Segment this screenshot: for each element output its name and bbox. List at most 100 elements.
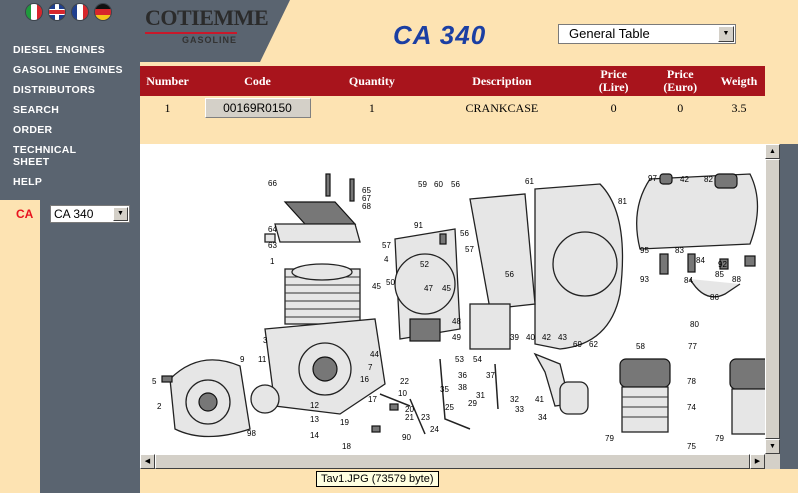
col-number: Number bbox=[140, 66, 196, 96]
language-flags bbox=[26, 4, 111, 20]
svg-text:80: 80 bbox=[690, 320, 699, 329]
table-row: 1 00169R0150 1 CRANKCASE 0 0 3.5 bbox=[140, 96, 765, 120]
svg-text:88: 88 bbox=[732, 275, 741, 284]
cell-weight: 3.5 bbox=[712, 96, 765, 120]
bracket-part bbox=[469, 193, 536, 310]
svg-text:81: 81 bbox=[618, 197, 627, 206]
svg-text:57: 57 bbox=[465, 245, 474, 254]
svg-text:45: 45 bbox=[372, 282, 381, 291]
bottom-strip bbox=[140, 469, 798, 493]
svg-text:84: 84 bbox=[684, 276, 693, 285]
horizontal-scroll-thumb[interactable] bbox=[155, 454, 750, 469]
col-price-euro-label: Price (Euro) bbox=[663, 67, 698, 94]
header-notch bbox=[260, 0, 290, 62]
svg-text:23: 23 bbox=[421, 413, 430, 422]
view-select-value: General Table bbox=[569, 26, 650, 41]
svg-text:60: 60 bbox=[434, 180, 443, 189]
vertical-scrollbar[interactable]: ▲ ▼ bbox=[765, 144, 780, 454]
parts-table: Number Code Quantity Description Price (… bbox=[140, 66, 765, 120]
svg-text:36: 36 bbox=[458, 371, 467, 380]
horizontal-scrollbar[interactable]: ◀ ▶ bbox=[140, 454, 765, 469]
english-flag-icon[interactable] bbox=[49, 4, 65, 20]
svg-text:53: 53 bbox=[455, 355, 464, 364]
view-select[interactable]: General Table ▼ bbox=[558, 24, 736, 44]
col-code: Code bbox=[195, 66, 320, 96]
italian-flag-icon[interactable] bbox=[26, 4, 42, 20]
svg-text:20: 20 bbox=[405, 405, 414, 414]
svg-text:12: 12 bbox=[310, 401, 319, 410]
model-strip bbox=[0, 200, 40, 493]
logo-sub-text: GASOLINE bbox=[145, 32, 237, 45]
svg-text:83: 83 bbox=[675, 246, 684, 255]
svg-text:42: 42 bbox=[542, 333, 551, 342]
cell-price-lire: 0 bbox=[579, 96, 648, 120]
cell-description: CRANKCASE bbox=[423, 96, 580, 120]
svg-text:42: 42 bbox=[680, 175, 689, 184]
svg-text:50: 50 bbox=[386, 278, 395, 287]
chevron-down-icon[interactable]: ▼ bbox=[113, 207, 128, 221]
scroll-down-icon[interactable]: ▼ bbox=[765, 439, 780, 454]
nav-search[interactable]: SEARCH bbox=[13, 104, 60, 116]
svg-text:98: 98 bbox=[247, 429, 256, 438]
french-flag-icon[interactable] bbox=[72, 4, 88, 20]
svg-text:95: 95 bbox=[640, 246, 649, 255]
head-cover-part bbox=[283, 201, 357, 225]
header-logo-area bbox=[140, 0, 260, 62]
svg-text:13: 13 bbox=[310, 415, 319, 424]
chevron-down-icon[interactable]: ▼ bbox=[718, 26, 734, 42]
svg-text:48: 48 bbox=[452, 317, 461, 326]
col-price-lire: Price (Lire) bbox=[579, 66, 648, 96]
nav-technical-sheet[interactable]: TECHNICAL SHEET bbox=[13, 144, 77, 168]
main-nav: DIESEL ENGINES GASOLINE ENGINES DISTRIBU… bbox=[13, 44, 123, 196]
scroll-up-icon[interactable]: ▲ bbox=[765, 144, 780, 159]
nav-order[interactable]: ORDER bbox=[13, 124, 53, 136]
nav-distributors[interactable]: DISTRIBUTORS bbox=[13, 84, 96, 96]
nav-diesel-engines[interactable]: DIESEL ENGINES bbox=[13, 44, 106, 56]
svg-text:2: 2 bbox=[157, 402, 162, 411]
german-flag-icon[interactable] bbox=[95, 4, 111, 20]
svg-text:9: 9 bbox=[240, 355, 245, 364]
svg-text:1: 1 bbox=[270, 257, 275, 266]
svg-text:79: 79 bbox=[715, 434, 724, 443]
svg-text:38: 38 bbox=[458, 383, 467, 392]
vertical-scroll-thumb[interactable] bbox=[765, 159, 780, 439]
svg-text:77: 77 bbox=[688, 342, 697, 351]
svg-text:49: 49 bbox=[452, 333, 461, 342]
svg-text:79: 79 bbox=[605, 434, 614, 443]
gasket-part bbox=[264, 233, 276, 243]
scroll-left-icon[interactable]: ◀ bbox=[140, 454, 155, 469]
nav-help[interactable]: HELP bbox=[13, 176, 43, 188]
svg-text:64: 64 bbox=[268, 225, 277, 234]
svg-text:85: 85 bbox=[715, 270, 724, 279]
svg-text:56: 56 bbox=[460, 229, 469, 238]
svg-text:35: 35 bbox=[440, 385, 449, 394]
cotiemme-logo: COTIEMME GASOLINE bbox=[145, 6, 269, 46]
svg-text:57: 57 bbox=[382, 241, 391, 250]
svg-text:90: 90 bbox=[402, 433, 411, 442]
svg-text:78: 78 bbox=[687, 377, 696, 386]
engine-exploded-diagram: 66 65 67 68 64 63 1 5 2 57 4 52 45 50 47… bbox=[152, 173, 780, 451]
model-select-value: CA 340 bbox=[54, 207, 94, 221]
col-quantity: Quantity bbox=[319, 66, 424, 96]
scrollbar-corner bbox=[765, 454, 780, 469]
svg-text:54: 54 bbox=[473, 355, 482, 364]
model-select[interactable]: CA 340 ▼ bbox=[50, 205, 130, 223]
svg-text:14: 14 bbox=[310, 431, 319, 440]
page-title: CA 340 bbox=[393, 20, 487, 50]
col-price-euro: Price (Euro) bbox=[647, 66, 713, 96]
svg-text:97: 97 bbox=[648, 174, 657, 183]
scroll-right-icon[interactable]: ▶ bbox=[750, 454, 765, 469]
svg-text:7: 7 bbox=[368, 363, 373, 372]
svg-text:82: 82 bbox=[704, 175, 713, 184]
svg-text:68: 68 bbox=[362, 202, 371, 211]
svg-text:67: 67 bbox=[362, 194, 371, 203]
exploded-view-image[interactable]: 66 65 67 68 64 63 1 5 2 57 4 52 45 50 47… bbox=[140, 144, 780, 454]
svg-text:33: 33 bbox=[515, 405, 524, 414]
svg-text:58: 58 bbox=[636, 342, 645, 351]
nav-gasoline-engines[interactable]: GASOLINE ENGINES bbox=[13, 64, 123, 76]
air-filter-cover-part bbox=[636, 173, 759, 250]
part-code-button[interactable]: 00169R0150 bbox=[204, 98, 311, 118]
cell-number: 1 bbox=[140, 96, 196, 120]
svg-text:65: 65 bbox=[362, 186, 371, 195]
col-price-lire-label: Price (Lire) bbox=[598, 67, 629, 94]
